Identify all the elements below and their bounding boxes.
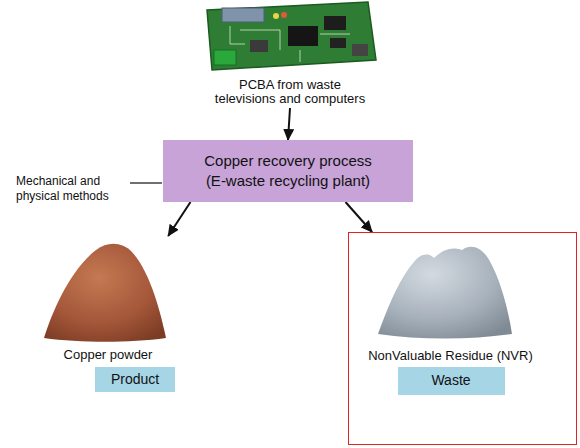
process-box: Copper recovery process(E-waste recyclin… <box>163 140 413 202</box>
pcb-board <box>207 2 376 70</box>
pcb-chip <box>330 38 346 48</box>
method-label: Mechanical and physical methods <box>16 174 128 204</box>
pcb-chip <box>288 26 318 46</box>
node-text: Product <box>111 371 159 388</box>
category-tag: Waste <box>398 367 505 395</box>
waste-frame: NonValuable Residue (NVR) Waste <box>348 232 577 445</box>
pcb-traces <box>230 26 350 62</box>
product-item: Copper powder <box>38 236 178 364</box>
node-text: NonValuable Residue (NVR) <box>368 348 533 363</box>
flow-arrow <box>346 202 373 232</box>
pcb-illustration <box>207 2 376 70</box>
flow-arrow <box>168 202 190 236</box>
node-text: Copper recovery process <box>204 151 372 171</box>
pcb-terminal <box>214 50 236 65</box>
pcb-chip <box>324 16 346 30</box>
node-text: PCBA from waste televisions and computer… <box>209 78 371 106</box>
pcb-regulator <box>352 44 368 56</box>
category-tag: Product <box>95 367 175 392</box>
copper-powder-pile <box>44 244 166 342</box>
pcb-regulator <box>250 40 268 52</box>
flow-arrow <box>288 108 290 140</box>
node-text: (E-waste recycling plant) <box>206 171 370 191</box>
node-text: Copper powder <box>64 347 153 362</box>
pcb-led <box>273 13 279 19</box>
pcb-connector <box>222 8 264 22</box>
residue-pile <box>378 247 512 339</box>
leader-line <box>130 182 162 183</box>
pcb-led <box>281 12 287 18</box>
source-item: PCBA from waste televisions and computer… <box>185 0 395 108</box>
node-text: Waste <box>431 372 470 389</box>
